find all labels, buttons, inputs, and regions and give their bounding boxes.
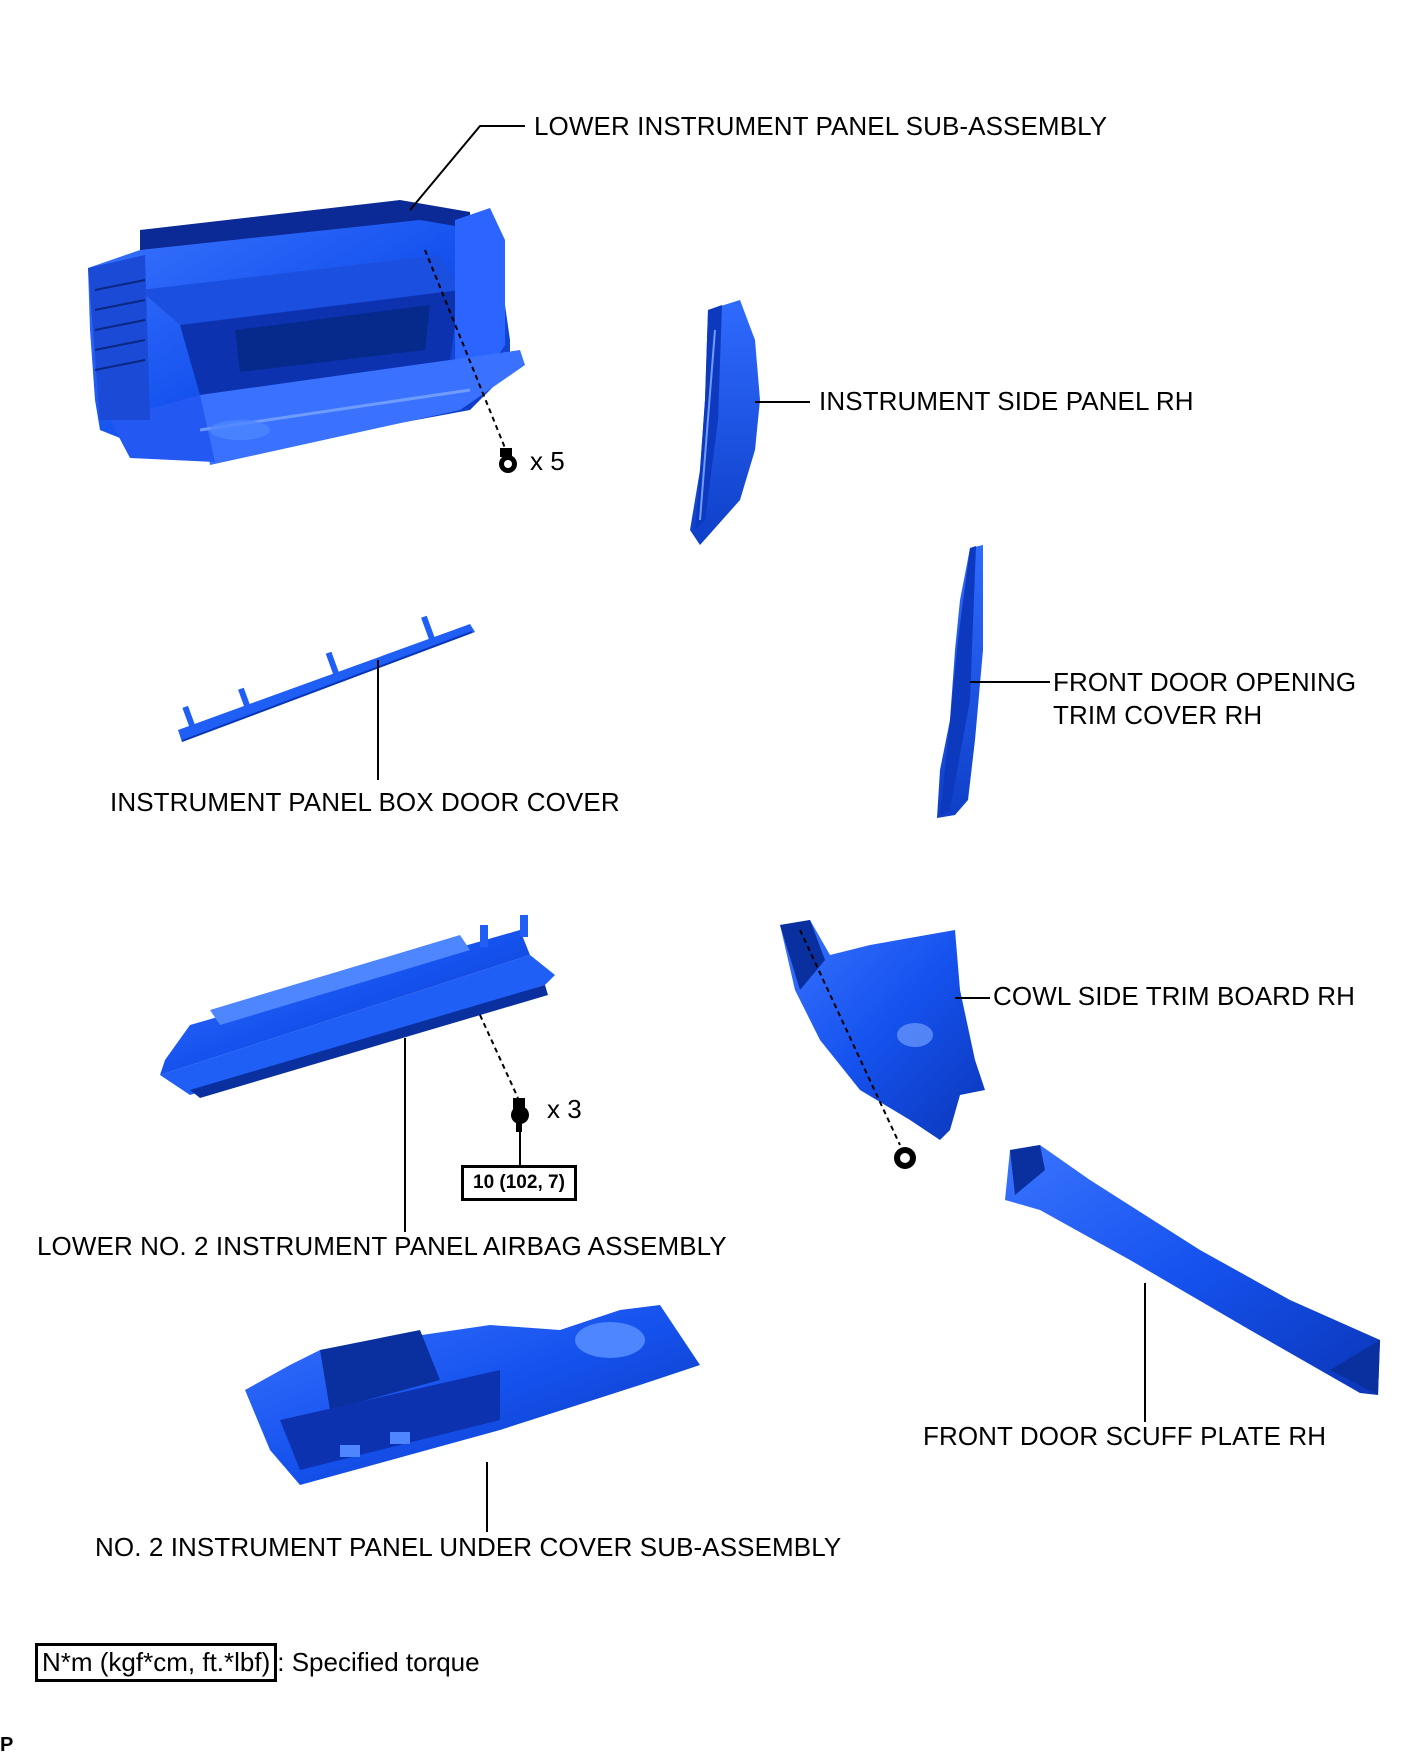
instrument-side-panel-part	[690, 300, 760, 545]
clip-icon	[894, 1147, 916, 1169]
lower-instrument-panel-part	[88, 200, 525, 465]
torque-spec-box: 10 (102, 7)	[461, 1165, 577, 1201]
screw-qty-2: x 3	[547, 1094, 582, 1124]
leader-lines	[377, 125, 1146, 1532]
label-front-door-opening-line1: FRONT DOOR OPENING	[1053, 667, 1357, 697]
scuff-plate-part	[1005, 1145, 1380, 1395]
legend-description: : Specified torque	[277, 1647, 480, 1677]
label-box-door-cover: INSTRUMENT PANEL BOX DOOR COVER	[110, 787, 620, 817]
dashed-lines	[424, 249, 901, 1146]
under-cover-part	[245, 1305, 700, 1485]
label-front-door-opening-line2: TRIM COVER RH	[1053, 700, 1263, 730]
label-lower-instrument-panel: LOWER INSTRUMENT PANEL SUB-ASSEMBLY	[534, 111, 1108, 141]
label-cowl-side-trim: COWL SIDE TRIM BOARD RH	[993, 981, 1355, 1011]
legend-unit: N*m (kgf*cm, ft.*lbf)	[35, 1643, 278, 1682]
torque-legend: N*m (kgf*cm, ft.*lbf): Specified torque	[35, 1643, 480, 1682]
screw-icon	[511, 1098, 529, 1132]
label-scuff-plate: FRONT DOOR SCUFF PLATE RH	[923, 1421, 1327, 1451]
screw-icon	[499, 448, 517, 473]
label-airbag-assembly: LOWER NO. 2 INSTRUMENT PANEL AIRBAG ASSE…	[37, 1231, 727, 1261]
screw-qty-1: x 5	[530, 446, 565, 476]
label-under-cover: NO. 2 INSTRUMENT PANEL UNDER COVER SUB-A…	[95, 1532, 842, 1562]
label-instrument-side-panel: INSTRUMENT SIDE PANEL RH	[819, 386, 1194, 416]
footer-mark: P	[0, 1734, 14, 1756]
front-door-opening-trim-part	[937, 545, 983, 818]
box-door-cover-part	[178, 615, 475, 742]
airbag-assembly-part	[160, 915, 555, 1098]
cowl-side-trim-part	[780, 920, 985, 1140]
